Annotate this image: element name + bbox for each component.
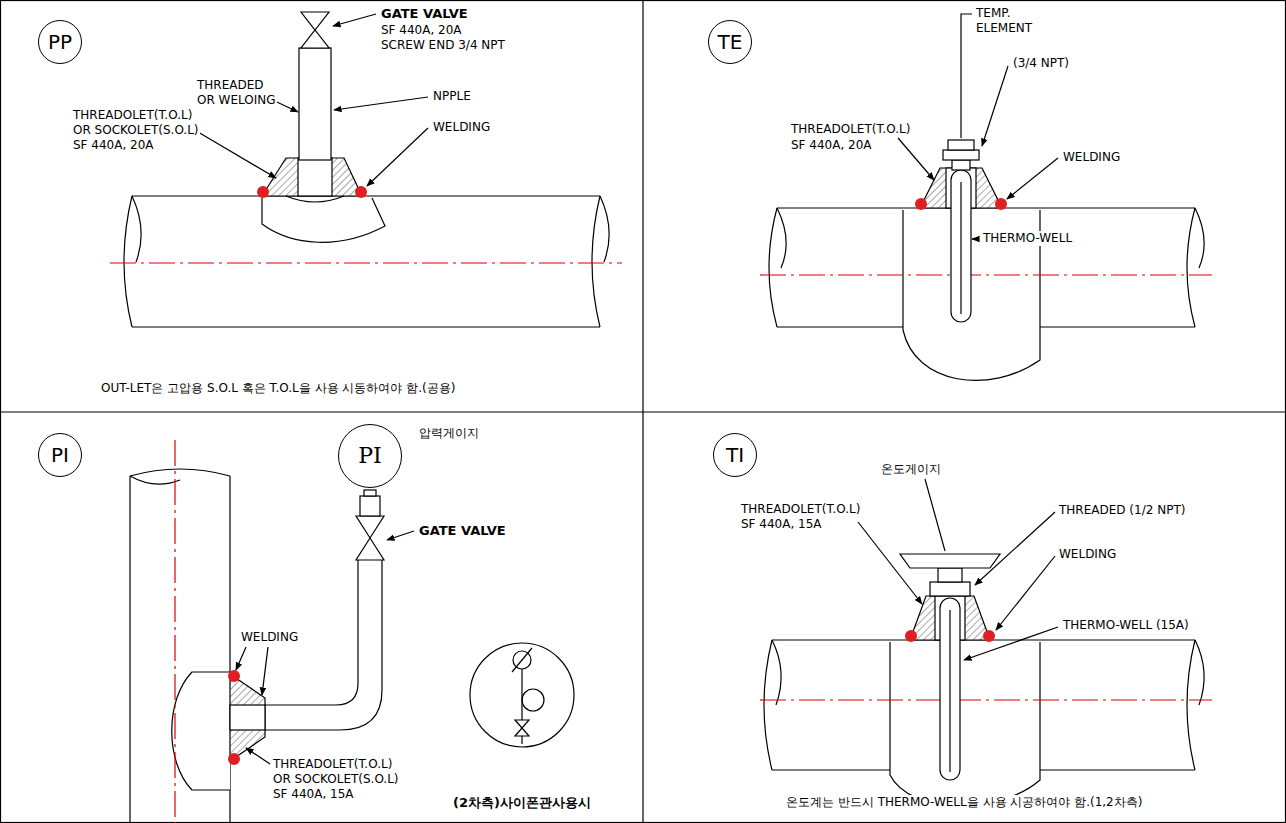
ti-threadolet-well	[900, 554, 1000, 780]
callout-label: THREADOLET(T.O.L)	[72, 108, 193, 123]
tag-text: TI	[726, 445, 744, 465]
pp-threadolet	[257, 158, 367, 202]
callout-label: NPPLE	[432, 89, 472, 104]
callout-label: WELDING	[432, 120, 491, 135]
tag-text: PI	[358, 445, 382, 467]
ti-pipe	[760, 640, 1212, 806]
callout-label: SF 440A, 20A	[790, 138, 873, 153]
tag-text: TE	[718, 32, 743, 52]
callout-label: 온도계는 반드시 THERMO-WELL을 사용 시공하여야 함.(1,2차측)	[785, 795, 1143, 810]
callout-label: THREADED	[196, 78, 265, 93]
callout-label: THERMO-WELL (15A)	[1062, 618, 1190, 633]
tag-circle: TE	[708, 20, 752, 64]
callout-label: WELDING	[1058, 547, 1117, 562]
callout-label: THREADOLET(T.O.L)	[272, 757, 393, 772]
callout-label: 온도게이지	[880, 462, 942, 477]
callout-label: SF 440A, 15A	[272, 787, 355, 802]
callout-label: (3/4 NPT)	[1012, 56, 1070, 71]
pressure-gauge: PI	[338, 424, 402, 488]
callout-label: OR SOCKOLET(S.O.L)	[272, 772, 400, 787]
pp-nipple-valve	[299, 12, 331, 160]
pi-siphon-pipe-valve	[265, 490, 384, 730]
callout-label: THREADOLET(T.O.L)	[790, 122, 911, 137]
callout-label: OR SOCKOLET(S.O.L)	[72, 123, 200, 138]
callout-label: SCREW END 3/4 NPT	[380, 38, 506, 53]
callout-label: 압력게이지	[418, 426, 480, 441]
callout-label: SF 440A, 20A	[380, 23, 463, 38]
callout-label: OUT-LET은 고압용 S.O.L 혹은 T.O.L을 사용 시동하여야 함.…	[100, 381, 456, 396]
callout-label: THREADED (1/2 NPT)	[1058, 503, 1186, 518]
callout-label: WELDING	[240, 630, 299, 645]
callout-label: SF 440A, 15A	[740, 517, 823, 532]
pi-pipe	[130, 440, 230, 823]
callout-label: SF 440A, 20A	[72, 138, 155, 153]
callout-label: WELDING	[1062, 150, 1121, 165]
tag-circle: PI	[38, 433, 82, 477]
callout-label: GATE VALVE	[380, 6, 469, 21]
tag-circle: TI	[713, 433, 757, 477]
callout-label: GATE VALVE	[418, 523, 507, 538]
callout-label: THERMO-WELL	[982, 231, 1073, 246]
callout-label: OR WELOING	[196, 93, 277, 108]
callout-label: TEMP.	[975, 6, 1011, 21]
pi-leaders	[236, 531, 414, 764]
ti-leaders	[858, 479, 1058, 660]
tag-circle: PP	[38, 20, 82, 64]
callout-label: (2차측)사이폰관사용시	[452, 795, 592, 810]
tag-text: PP	[48, 32, 72, 52]
pp-pipe	[110, 196, 622, 327]
callout-label: THREADOLET(T.O.L)	[740, 502, 861, 517]
tag-text: PI	[51, 445, 69, 465]
callout-label: ELEMENT	[975, 21, 1033, 36]
divider	[0, 411, 1286, 412]
te-pipe	[760, 208, 1212, 380]
siphon-symbol-inset	[470, 643, 574, 747]
pi-threadolet	[228, 670, 265, 765]
te-leaders	[898, 14, 1058, 239]
